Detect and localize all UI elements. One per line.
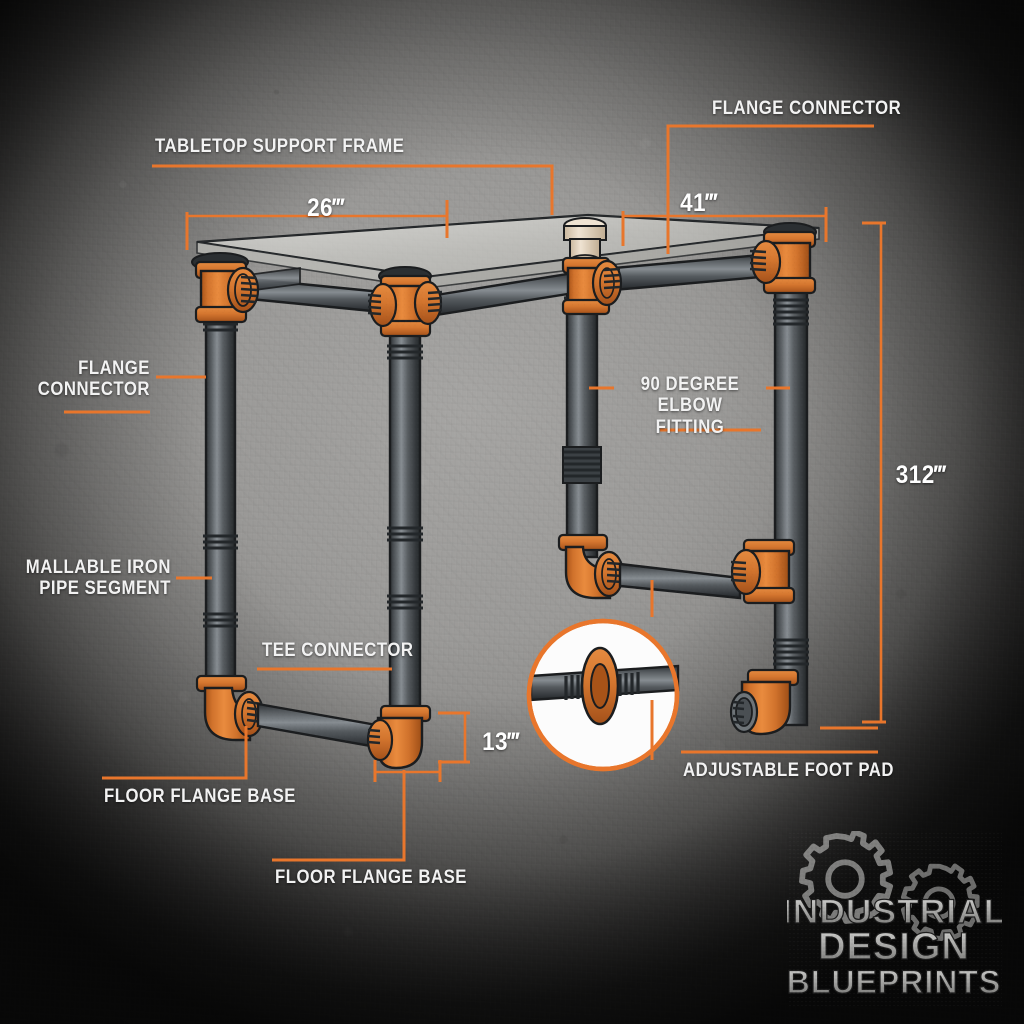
floor-flange-elbow-left — [195, 674, 265, 742]
floor-flange-elbow-right-inner — [557, 533, 625, 600]
tee-connector-back-right — [749, 222, 817, 295]
flange-connector-rear-corner — [561, 256, 623, 316]
tee-connector-right-lower — [730, 538, 796, 605]
label-90-degree-elbow-fitting: 90 DEGREE ELBOW FITTING — [640, 374, 740, 438]
tabletop-support-rails — [238, 252, 774, 318]
leader-flange-connector-top — [666, 124, 874, 254]
label-flange-connector-top: FLANGE CONNECTOR — [712, 98, 902, 119]
pipe-leg-front-left — [203, 288, 238, 692]
label-mallable-iron-pipe-segment: MALLABLE IRON PIPE SEGMENT — [25, 557, 171, 600]
dimension-foot-13: 13‴ — [482, 728, 520, 756]
dimension-depth-41: 41‴ — [680, 189, 718, 217]
leader-floor-flange-base-left — [102, 726, 248, 780]
adjustable-foot-pad-detail-circle[interactable] — [526, 618, 680, 772]
label-tabletop-support-frame: TABLETOP SUPPORT FRAME — [155, 136, 405, 157]
label-flange-connector-left: FLANGE CONNECTOR — [37, 358, 150, 401]
dimension-lines — [185, 200, 886, 782]
brand-logo: INDUSTRIAL DESIGN BLUEPRINTS — [787, 831, 1002, 1006]
pipe-foot-rail-right — [618, 562, 742, 600]
floor-flange-elbow-mid — [366, 704, 432, 770]
leader-floor-flange-base-mid — [272, 770, 406, 862]
leader-tabletop-support-frame — [152, 164, 554, 215]
callout-leader-lines — [64, 124, 878, 862]
dimension-height-312: 312‴ — [895, 461, 946, 489]
label-tee-connector: TEE CONNECTOR — [262, 640, 414, 661]
glass-tabletop — [196, 213, 820, 289]
tee-connector-top-mid — [367, 266, 443, 338]
label-floor-flange-base-mid: FLOOR FLANGE BASE — [275, 867, 467, 888]
pipe-leg-back-right — [773, 253, 809, 727]
adjustable-foot-pad-elbow — [729, 668, 800, 736]
pipe-leg-mid-right — [562, 270, 602, 559]
label-adjustable-foot-pad: ADJUSTABLE FOOT PAD — [683, 760, 894, 781]
pipe-foot-rail-front — [256, 702, 384, 750]
tee-connector-top-left — [191, 252, 260, 324]
brand-logo-artwork: INDUSTRIAL DESIGN BLUEPRINTS — [787, 831, 1002, 1006]
dimension-width-26: 26‴ — [307, 194, 345, 222]
pipe-leg-front-mid — [387, 318, 423, 722]
label-floor-flange-base-left: FLOOR FLANGE BASE — [104, 786, 296, 807]
